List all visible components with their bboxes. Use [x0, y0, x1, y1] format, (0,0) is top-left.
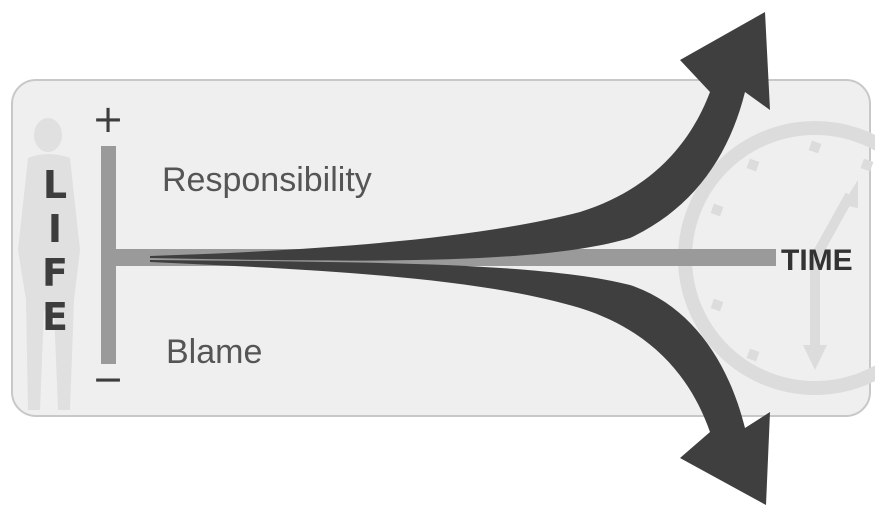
- blame-arrow: [150, 260, 770, 505]
- life-letter-i: I: [48, 207, 62, 251]
- time-axis-label: TIME: [781, 244, 853, 277]
- minus-sign: −: [92, 357, 124, 401]
- blame-label: Blame: [166, 333, 262, 371]
- life-letter-e: E: [42, 295, 68, 339]
- life-letter-f: F: [42, 251, 68, 295]
- life-letter-l: L: [43, 163, 67, 207]
- responsibility-label: Responsibility: [162, 161, 372, 199]
- person-silhouette-icon: [18, 118, 80, 410]
- responsibility-arrow: [150, 12, 770, 261]
- plus-sign: +: [92, 97, 124, 141]
